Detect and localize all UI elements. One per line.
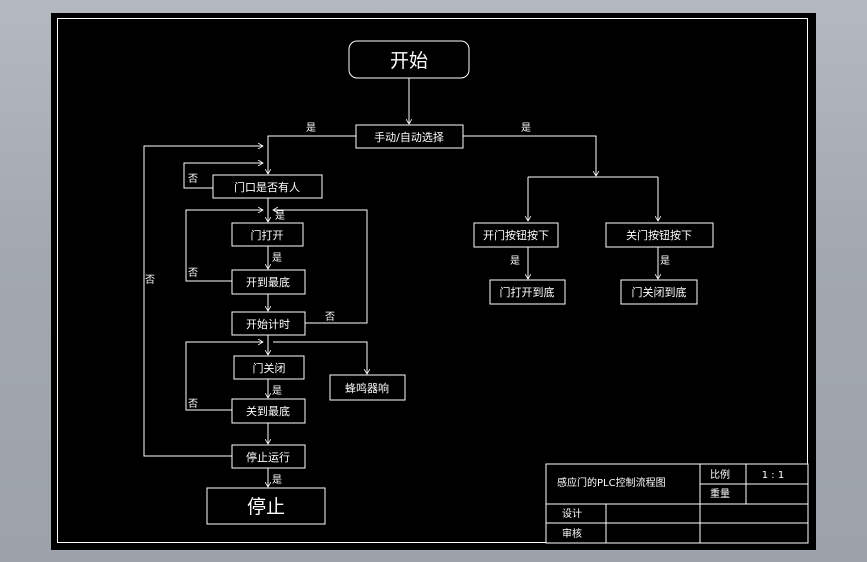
svg-text:门打开: 门打开 <box>251 228 284 242</box>
svg-text:开到最底: 开到最底 <box>246 275 290 289</box>
edge-timer-no <box>273 210 368 324</box>
label-yes-stoprun: 是 <box>272 474 282 486</box>
label-yes-close: 是 <box>272 385 282 397</box>
node-start: 开始 <box>348 40 470 79</box>
svg-text:开门按钮按下: 开门按钮按下 <box>483 228 549 242</box>
node-stop: 停止 <box>206 487 326 525</box>
node-buzzer: 蜂鸣器响 <box>329 374 406 401</box>
label-no-closefully: 否 <box>188 398 198 410</box>
node-close-fully: 关到最底 <box>231 398 306 424</box>
label-no-outer: 否 <box>145 274 155 286</box>
scale-label: 比例 <box>710 468 730 481</box>
drawing-frame <box>57 18 808 543</box>
svg-text:关到最底: 关到最底 <box>246 404 290 418</box>
drawing-title: 感应门的PLC控制流程图 <box>557 476 666 489</box>
svg-text:开始计时: 开始计时 <box>246 317 290 331</box>
svg-text:门打开到底: 门打开到底 <box>500 285 555 299</box>
svg-text:蜂鸣器响: 蜂鸣器响 <box>345 381 389 395</box>
edge-to-buzzer <box>273 341 367 374</box>
label-yes-open-button: 是 <box>510 255 520 267</box>
edge-closefully-no <box>185 342 263 411</box>
edge-occupied-no <box>183 163 263 189</box>
label-no-occupied: 否 <box>188 173 198 185</box>
svg-text:停止运行: 停止运行 <box>246 450 290 464</box>
connectors <box>143 78 658 487</box>
node-door-open: 门打开 <box>231 222 304 247</box>
label-yes-open: 是 <box>272 252 282 264</box>
label-no-openfully: 否 <box>188 267 198 279</box>
label-no-timer: 否 <box>325 311 335 323</box>
scale-value: 1 : 1 <box>762 470 784 481</box>
svg-text:关门按钮按下: 关门按钮按下 <box>626 228 692 242</box>
node-door-close: 门关闭 <box>233 355 305 380</box>
node-door-open-full: 门打开到底 <box>489 279 566 305</box>
node-close-button: 关门按钮按下 <box>605 222 714 248</box>
svg-text:手动/自动选择: 手动/自动选择 <box>374 130 444 144</box>
node-open-button: 开门按钮按下 <box>473 222 559 248</box>
label-yes-left: 是 <box>306 122 316 134</box>
svg-text:开始: 开始 <box>390 50 428 72</box>
review-label: 审核 <box>562 527 582 540</box>
flowchart: 开始 手动/自动选择 门口是否有人 门打开 开到最底 开始计时 门关闭 <box>143 40 809 544</box>
edge-openfully-no <box>185 210 263 282</box>
node-mode-select: 手动/自动选择 <box>355 124 464 149</box>
title-block: 感应门的PLC控制流程图 比例 1 : 1 重量 设计 审核 <box>545 463 809 544</box>
edge-mode-right <box>463 135 596 176</box>
node-open-fully: 开到最底 <box>231 269 306 295</box>
label-yes-close-button: 是 <box>660 255 670 267</box>
edge-labels: 是 是 否 是 是 否 否 否 是 否 是 是 是 <box>145 122 670 486</box>
svg-text:门口是否有人: 门口是否有人 <box>234 180 300 194</box>
label-yes-occupied: 是 <box>275 210 285 222</box>
node-door-occupied: 门口是否有人 <box>212 174 323 199</box>
node-door-close-full: 门关闭到底 <box>620 279 698 305</box>
svg-text:门关闭到底: 门关闭到底 <box>632 285 687 299</box>
node-start-timer: 开始计时 <box>231 311 306 336</box>
edge-mode-left <box>267 135 356 148</box>
svg-text:停止: 停止 <box>247 496 285 518</box>
design-label: 设计 <box>562 507 582 520</box>
weight-label: 重量 <box>710 487 730 500</box>
edge-stop-loop <box>143 146 263 457</box>
drawing-sheet: 开始 手动/自动选择 门口是否有人 门打开 开到最底 开始计时 门关闭 <box>51 13 816 550</box>
label-yes-right: 是 <box>521 122 531 134</box>
svg-text:门关闭: 门关闭 <box>253 361 286 375</box>
node-stop-running: 停止运行 <box>231 444 306 469</box>
